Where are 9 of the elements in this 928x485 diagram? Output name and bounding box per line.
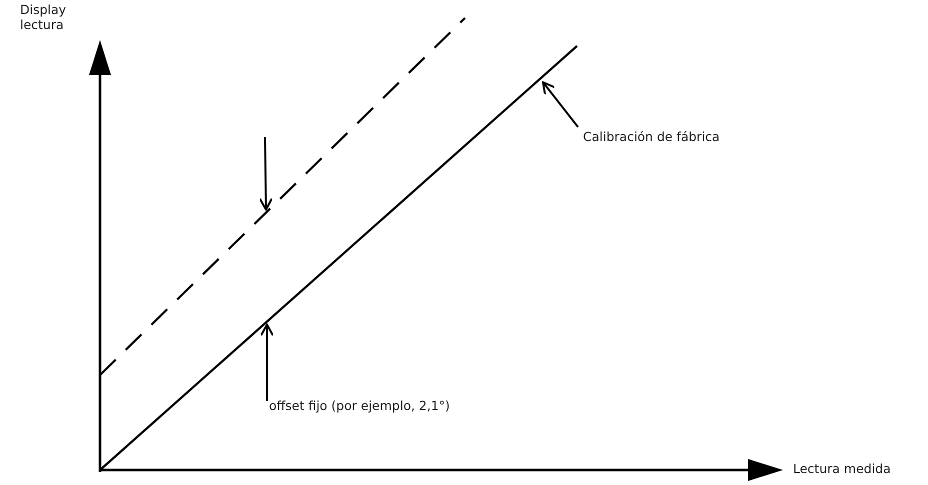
solid-line [99,45,578,471]
leader-line [542,81,579,128]
leader-line [260,324,274,401]
callout-text: offset fijo (por ejemplo, 2,1°) [269,398,450,413]
axis-label: Lectura medida [793,461,891,476]
dashed-line [99,17,466,376]
arrow [258,136,273,211]
callout-text: Calibración de fábrica [583,129,720,144]
axis-label: Display lectura [20,2,68,32]
